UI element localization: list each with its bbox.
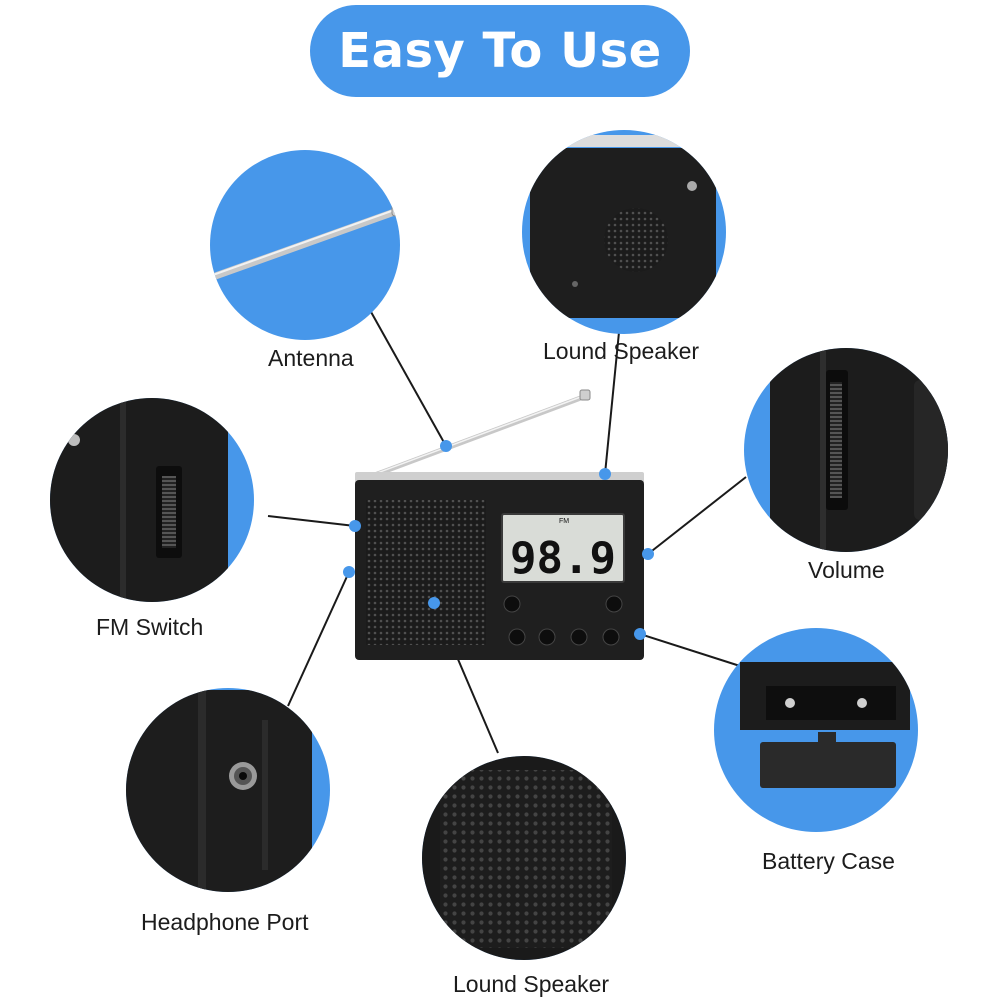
antenna-callout bbox=[210, 150, 400, 340]
antenna-label: Antenna bbox=[268, 345, 354, 371]
volume-label: Volume bbox=[808, 557, 885, 583]
battery-case-label: Battery Case bbox=[762, 848, 895, 874]
battery-callout bbox=[714, 628, 918, 832]
fm-switch-label: FM Switch bbox=[96, 614, 204, 640]
lcd-frequency: 98.9 bbox=[510, 533, 616, 584]
volume-callout bbox=[744, 348, 948, 552]
speaker-top-label: Lound Speaker bbox=[543, 338, 700, 364]
speaker-top-callout bbox=[522, 130, 726, 334]
page-title: Easy To Use bbox=[338, 23, 662, 79]
headphone-callout bbox=[126, 688, 330, 892]
title-banner: Easy To Use bbox=[310, 5, 690, 97]
speaker-bottom-callout bbox=[422, 756, 626, 960]
speaker-bottom-label: Lound Speaker bbox=[453, 971, 610, 997]
radio-device: FM 98.9 bbox=[355, 389, 644, 660]
fm-switch-callout bbox=[50, 398, 254, 602]
connector-dots bbox=[343, 440, 654, 640]
lcd-band-label: FM bbox=[559, 518, 569, 525]
headphone-port-label: Headphone Port bbox=[141, 909, 309, 935]
